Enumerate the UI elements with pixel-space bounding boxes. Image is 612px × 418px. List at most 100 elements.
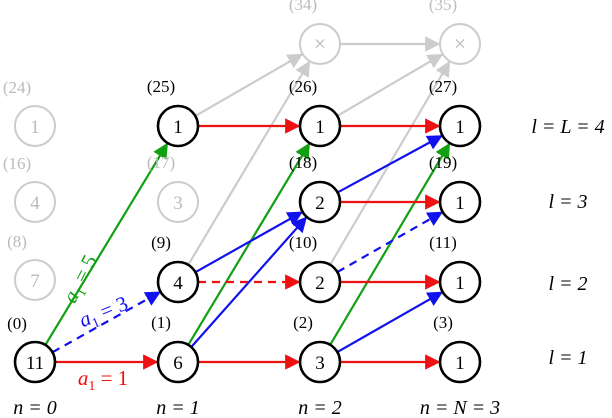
node-n0: 11 (0) [7, 314, 57, 384]
node-n10: 2 (10) [289, 233, 342, 304]
node-index-label: (16) [3, 154, 31, 173]
node-n1: 6 (1) [151, 313, 200, 384]
edge-label-red: a1 = 1 [78, 366, 128, 394]
column-label-n2: n = 2 [298, 397, 342, 418]
node-index-label: (8) [7, 232, 27, 251]
node-n17: 3 (17) [147, 153, 199, 223]
edge-n18-to-n27 [337, 135, 443, 194]
node-value: 1 [455, 353, 465, 374]
node-circle [156, 340, 200, 384]
node-n8: 7 (8) [7, 232, 56, 301]
edge-n1-to-n18 [190, 216, 308, 348]
row-labels: l = L = 4 l = 3 l = 2 l = 1 [531, 116, 604, 369]
node-circle [298, 340, 342, 384]
edge-label-red-rest: = 1 [95, 366, 128, 390]
edge-n1-to-n26 [187, 142, 311, 346]
node-value: 1 [455, 273, 465, 294]
node-n34: × (34) [289, 0, 341, 65]
node-value: 1 [455, 117, 465, 138]
node-n25: 1 (25) [147, 77, 200, 148]
node-circle [298, 104, 342, 148]
node-n16: 4 (16) [3, 154, 56, 223]
node-circle [298, 260, 342, 304]
node-value: 1 [315, 117, 325, 138]
node-value: 7 [30, 271, 40, 292]
node-n19: 1 (19) [429, 153, 482, 224]
edge-label-red-sub: 1 [88, 379, 95, 394]
node-index-label: (26) [289, 77, 317, 96]
node-index-label: (25) [147, 77, 175, 96]
edge-n26-to-n35 [336, 53, 444, 117]
node-n24: 1 (24) [3, 78, 56, 147]
nodes-layer: 11(0)6(1)3(2)1(3)7(8)4(9)2(10)1(11)4(16)… [3, 0, 482, 384]
node-index-label: (34) [289, 0, 317, 14]
edge-n9-to-n34 [187, 60, 311, 266]
node-index-label: (3) [433, 313, 453, 332]
node-circle [438, 180, 482, 224]
edges-layer [44, 36, 451, 370]
node-index-label: (18) [289, 153, 317, 172]
node-n3: 1 (3) [433, 313, 482, 384]
node-n27: 1(27) [429, 77, 482, 148]
node-circle [13, 340, 57, 384]
node-value: 4 [173, 273, 183, 294]
node-index-label: (10) [289, 233, 317, 252]
node-value: 11 [26, 353, 44, 374]
node-n35: × (35) [429, 0, 481, 65]
edge-n2-to-n27 [329, 142, 451, 346]
node-value: × [454, 31, 466, 56]
edge-label-blue-rest: = 3 [92, 291, 131, 326]
node-circle [157, 181, 199, 223]
node-circle [156, 260, 200, 304]
node-circle [438, 260, 482, 304]
row-label-l3: l = 3 [548, 191, 587, 213]
column-labels: n = 0 n = 1 n = 2 n = N = 3 [13, 397, 500, 418]
node-value: 1 [455, 193, 465, 214]
node-n11: 1 (11) [429, 233, 482, 304]
edge-n0-to-n9 [51, 291, 162, 354]
node-n18: 2 (18) [289, 153, 342, 224]
node-value: 1 [30, 117, 40, 138]
node-value: 3 [173, 193, 183, 214]
row-label-l1: l = 1 [548, 347, 587, 369]
node-index-label: (24) [3, 78, 31, 97]
node-value: × [314, 31, 326, 56]
row-label-l4: l = L = 4 [531, 116, 604, 138]
node-n26: 1 (26) [289, 77, 342, 148]
edge-n0-to-n25 [44, 142, 169, 346]
node-value: 4 [30, 193, 40, 214]
node-value: 6 [173, 353, 183, 374]
node-index-label: (2) [293, 313, 313, 332]
column-label-n1: n = 1 [156, 397, 200, 418]
node-circle [14, 105, 56, 147]
node-index-label: (19) [429, 153, 457, 172]
node-n9: 4 (9) [151, 233, 200, 304]
node-value: 3 [315, 353, 325, 374]
node-n2: 3 (2) [293, 313, 342, 384]
node-value: 1 [173, 117, 183, 138]
node-value: 2 [315, 193, 325, 214]
node-index-label: (35) [429, 0, 457, 14]
node-index-label: (1) [151, 313, 171, 332]
column-label-n0: n = 0 [13, 397, 57, 418]
node-circle [438, 340, 482, 384]
node-circle [14, 181, 56, 223]
node-circle [439, 23, 481, 65]
node-index-label: (9) [151, 233, 171, 252]
node-circle [14, 259, 56, 301]
node-index-label: (0) [7, 314, 27, 333]
node-index-label: (11) [429, 233, 457, 252]
edge-label-red-var: a [78, 366, 89, 390]
edge-n2-to-n11 [336, 291, 444, 354]
edge-n25-to-n34 [194, 53, 304, 117]
row-label-l2: l = 2 [548, 273, 587, 295]
node-index-label: (17) [147, 153, 175, 172]
node-circle [298, 180, 342, 224]
node-circle [438, 104, 482, 148]
node-circle [156, 104, 200, 148]
edge-labels: a1 = 5 a1 = 3 a1 = 1 [58, 251, 132, 394]
node-value: 2 [315, 273, 325, 294]
column-label-n3: n = N = 3 [420, 397, 500, 418]
edge-label-green-rest: = 5 [66, 251, 102, 291]
